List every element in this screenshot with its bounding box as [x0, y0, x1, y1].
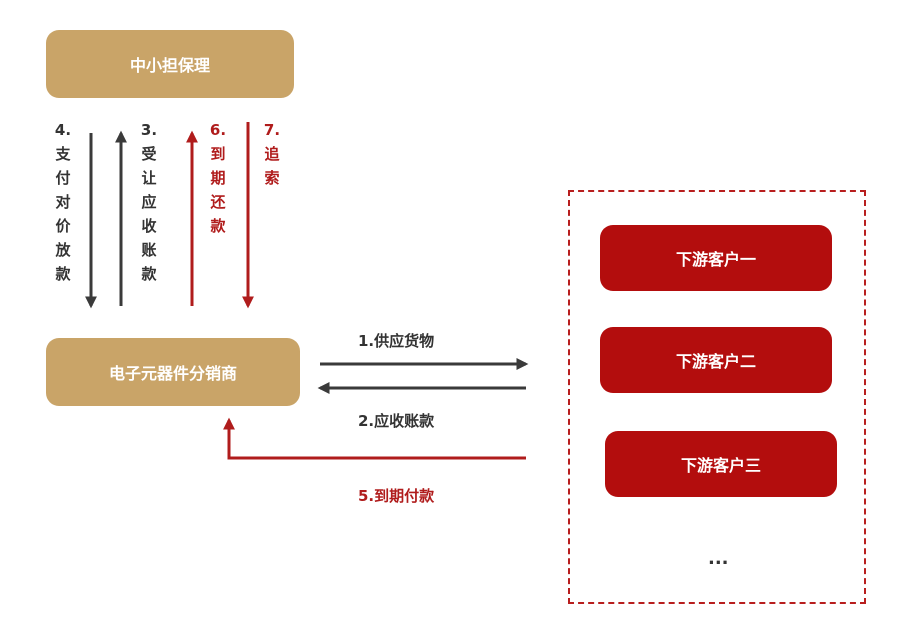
guarantee-node-label: 中小担保理 [129, 56, 210, 75]
customer-1-node: 下游客户一 [600, 225, 832, 291]
label-step-7: 7. 追 索 [263, 121, 281, 187]
guarantee-node: 中小担保理 [46, 30, 294, 98]
label-step-1: 1.供应货物 [358, 332, 435, 350]
label-step-2: 2.应收账款 [358, 412, 435, 430]
customer-3-node: 下游客户三 [605, 431, 837, 497]
customer-2-node: 下游客户二 [600, 327, 832, 393]
distributor-node-label: 电子元器件分销商 [108, 364, 237, 383]
label-step-3: 3. 受 让 应 收 账 款 [140, 121, 158, 283]
customer-3-label: 下游客户三 [680, 456, 761, 475]
customer-1-label: 下游客户一 [675, 250, 756, 269]
more-customers-ellipsis: ... [708, 548, 729, 569]
downstream-customers-group [568, 190, 866, 604]
label-step-6: 6. 到 期 还 款 [209, 121, 227, 235]
label-step-5: 5.到期付款 [358, 487, 435, 505]
distributor-node: 电子元器件分销商 [46, 338, 300, 406]
arrow-step-5 [223, 417, 526, 460]
label-step-4: 4. 支 付 对 价 放 款 [54, 121, 72, 283]
customer-2-label: 下游客户二 [675, 352, 756, 371]
